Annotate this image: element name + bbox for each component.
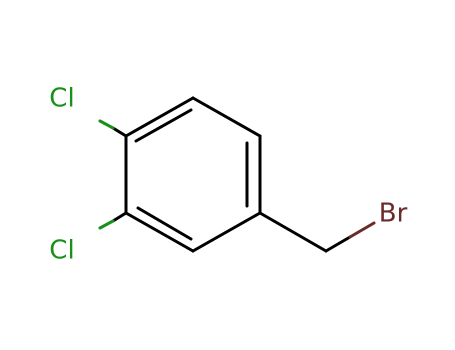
inner-double-bond-c1-c6 (134, 108, 193, 143)
cl-top-label: Cl (49, 84, 74, 114)
inner-double-bond-c4-c5 (136, 206, 193, 241)
br-label: Br (379, 199, 408, 229)
cl-top-bond (98, 119, 128, 138)
ring-bond-c4-c5 (124, 211, 195, 253)
cl-bottom-bond (98, 211, 128, 230)
ring-bond-c3-c4 (191, 211, 262, 253)
cl-bottom-label: Cl (49, 236, 74, 266)
ring-to-ch2-bond (258, 211, 328, 253)
ring-bond-c1-c2 (191, 96, 262, 138)
benzene-ring (124, 96, 262, 253)
ch2br-bonds (258, 211, 376, 253)
ring-bond-c6-c1 (124, 96, 195, 138)
